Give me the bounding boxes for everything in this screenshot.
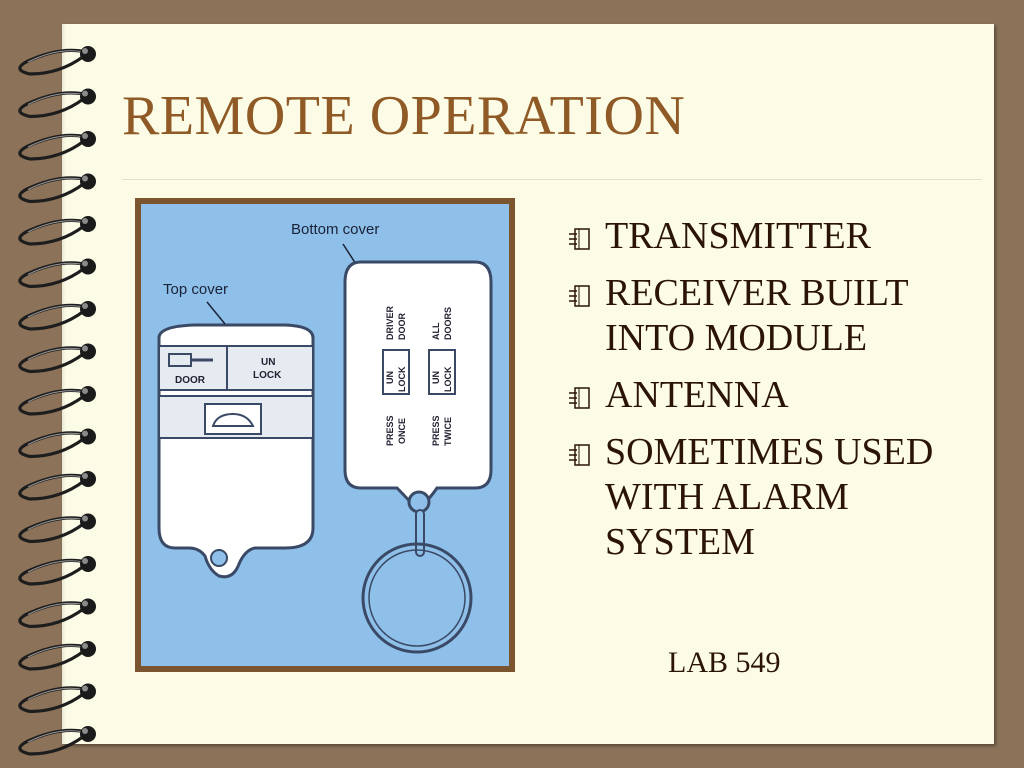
lock-label-1: LOCK: [397, 366, 407, 392]
top-cover-pointer: [206, 301, 226, 325]
bullet-item: ANTENNA: [563, 373, 983, 418]
driver-door-label: DOOR: [397, 312, 407, 340]
binding-ring: [18, 641, 96, 671]
un-label-2: UN: [431, 371, 441, 384]
bottom-cover-label: Bottom cover: [291, 221, 379, 238]
press-label-1: PRESS: [385, 415, 395, 446]
door-label: DOOR: [175, 375, 206, 386]
spiral-binding: [18, 46, 96, 756]
binding-ring: [18, 513, 96, 544]
all-label: ALL: [431, 322, 441, 340]
binding-ring: [18, 258, 96, 289]
binding-ring: [18, 88, 96, 119]
page-shadow: [62, 24, 66, 744]
binding-ring: [18, 726, 96, 756]
bullet-list: TRANSMITTER RECEIVER BUILT INTO MODULE A…: [563, 214, 983, 577]
binding-ring: [18, 173, 96, 204]
transmitter-fob-right: DRIVER DOOR ALL DOORS UN LOCK UN LOCK PR…: [343, 260, 493, 654]
twice-label: TWICE: [443, 417, 453, 446]
keyfob-illustration: DOOR UN LOCK Top cover Bottom cover DRIV…: [135, 198, 515, 672]
binding-ring: [18, 131, 96, 161]
transmitter-fob-left: DOOR UN LOCK: [157, 323, 315, 579]
unlock-label-top: UN: [261, 357, 275, 368]
binding-ring: [18, 598, 96, 629]
car-icon: [211, 412, 255, 427]
unlock-label-bottom: LOCK: [253, 370, 282, 381]
un-label-1: UN: [385, 371, 395, 384]
bullet-text: ANTENNA: [605, 374, 789, 416]
binding-ring: [18, 301, 96, 331]
binding-ring: [18, 343, 96, 374]
bullet-text: TRANSMITTER: [605, 215, 871, 257]
notebook-bullet-icon: [569, 285, 590, 307]
bullet-item: SOMETIMES USED WITH ALARM SYSTEM: [563, 430, 983, 565]
slide-title: REMOTE OPERATION: [122, 85, 686, 147]
all-doors-label: DOORS: [443, 307, 453, 340]
notebook-bullet-icon: [569, 387, 590, 409]
lock-label-2: LOCK: [443, 366, 453, 392]
bullet-item: RECEIVER BUILT INTO MODULE: [563, 271, 983, 361]
binding-ring: [18, 471, 96, 501]
binding-ring: [18, 428, 96, 459]
notebook-bullet-icon: [569, 444, 590, 466]
binding-ring: [18, 556, 96, 586]
driver-label: DRIVER: [385, 305, 395, 340]
lab-number: LAB 549: [668, 646, 781, 679]
car-button: [204, 403, 262, 435]
binding-ring: [18, 46, 96, 76]
press-label-2: PRESS: [431, 415, 441, 446]
bullet-text: RECEIVER BUILT INTO MODULE: [605, 272, 908, 359]
once-label: ONCE: [397, 418, 407, 444]
binding-ring: [18, 386, 96, 416]
binding-ring: [18, 216, 96, 246]
binding-ring: [18, 683, 96, 714]
top-cover-label: Top cover: [163, 281, 228, 298]
bullet-item: TRANSMITTER: [563, 214, 983, 259]
bullet-text: SOMETIMES USED WITH ALARM SYSTEM: [605, 431, 934, 563]
title-divider: [122, 179, 982, 180]
notebook-bullet-icon: [569, 228, 590, 250]
key-ring: [361, 542, 473, 654]
